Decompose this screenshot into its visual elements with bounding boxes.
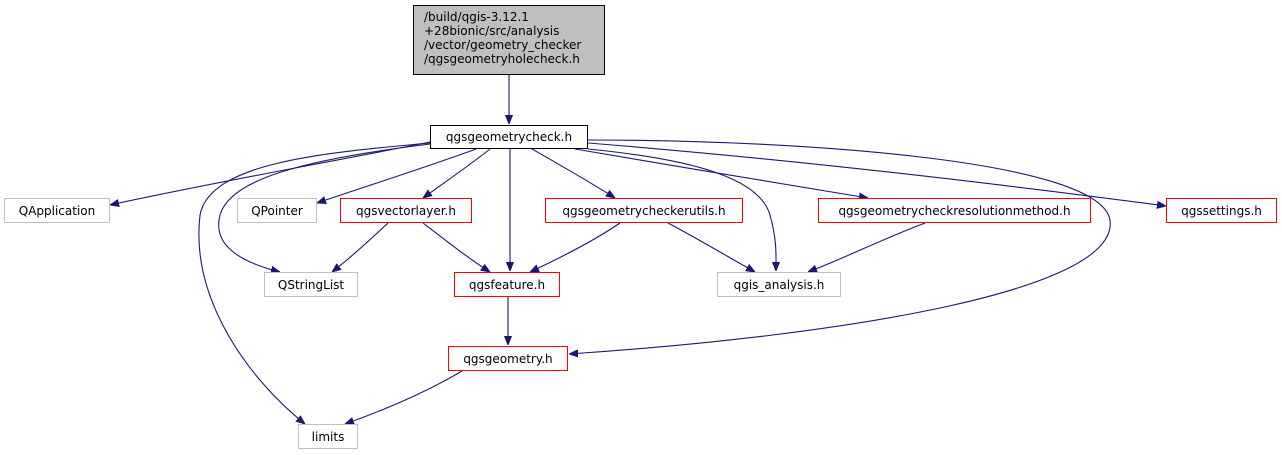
- edge-qgsgeometrycheckerutils-to-qgsfeature: [530, 222, 621, 272]
- node-qgssettings[interactable]: qgssettings.h: [1166, 198, 1277, 223]
- edge-qgsvectorlayer-to-qstringlist: [332, 222, 389, 272]
- node-label: limits: [311, 429, 345, 444]
- edge-qgsgeometrycheck-to-qgsgeometrycheckresolutionmethod: [574, 148, 868, 198]
- node-qgsgeometry[interactable]: qgsgeometry.h: [448, 346, 568, 371]
- node-qgsgeometrycheckresolutionmethod[interactable]: qgsgeometrycheckresolutionmethod.h: [818, 198, 1091, 223]
- node-label: QStringList: [277, 277, 345, 292]
- node-label: qgsgeometrycheckerutils.h: [562, 203, 726, 218]
- edge-qgsgeometrycheck-to-qgssettings: [587, 142, 1166, 206]
- edge-qgsgeometrycheck-to-qgsvectorlayer: [423, 148, 491, 198]
- node-qgsfeature[interactable]: qgsfeature.h: [454, 272, 560, 297]
- node-label: qgsfeature.h: [468, 277, 546, 292]
- root-path-line-1: /build/qgis-3.12.1: [424, 10, 529, 24]
- edge-qgsgeometry-to-limits: [345, 370, 463, 424]
- node-limits: limits: [298, 424, 358, 449]
- root-path-line-4: /qgsgeometryholecheck.h: [424, 52, 580, 66]
- edge-qgsgeometrycheck-to-limits: [198, 142, 431, 424]
- node-qgsvectorlayer[interactable]: qgsvectorlayer.h: [340, 198, 472, 223]
- node-qgis-analysis: qgis_analysis.h: [717, 272, 841, 297]
- node-label: QPointer: [251, 203, 303, 218]
- edge-qgsgeometrycheck-to-qpointer: [317, 148, 477, 203]
- edge-qgsgeometrycheckresolutionmethod-to-qgis_analysis: [808, 222, 926, 272]
- node-qpointer: QPointer: [237, 198, 317, 223]
- root-path-line-3: /vector/geometry_checker: [424, 38, 582, 52]
- node-label: qgssettings.h: [1181, 203, 1262, 218]
- node-qgsgeometrycheck: qgsgeometrycheck.h: [430, 125, 588, 149]
- node-qstringlist: QStringList: [264, 272, 358, 297]
- node-label: qgsgeometrycheckresolutionmethod.h: [838, 203, 1071, 218]
- edge-qgsgeometrycheck-to-qapplication: [110, 141, 431, 205]
- edge-qgsvectorlayer-to-qgsfeature: [422, 222, 490, 272]
- node-qgsgeometrycheckerutils[interactable]: qgsgeometrycheckerutils.h: [545, 198, 743, 223]
- edge-qgsgeometrycheckerutils-to-qgis_analysis: [667, 222, 755, 272]
- node-label: qgsvectorlayer.h: [356, 203, 456, 218]
- node-label: qgis_analysis.h: [733, 277, 825, 292]
- node-label: qgsgeometrycheck.h: [445, 130, 573, 144]
- node-qapplication: QApplication: [4, 198, 110, 223]
- edge-qgsgeometrycheck-to-qgsgeometrycheckerutils: [531, 148, 615, 198]
- edge-qgsgeometrycheck-to-qgsgeometry: [569, 139, 1111, 354]
- node-root-file: /build/qgis-3.12.1 +28bionic/src/analysi…: [413, 5, 605, 75]
- edge-qgsgeometrycheck-to-qstringlist: [218, 143, 431, 272]
- edge-qgsgeometrycheck-to-qgis_analysis: [587, 148, 776, 271]
- root-path-line-2: +28bionic/src/analysis: [424, 24, 560, 38]
- node-label: QApplication: [18, 203, 96, 218]
- node-label: qgsgeometry.h: [463, 351, 553, 366]
